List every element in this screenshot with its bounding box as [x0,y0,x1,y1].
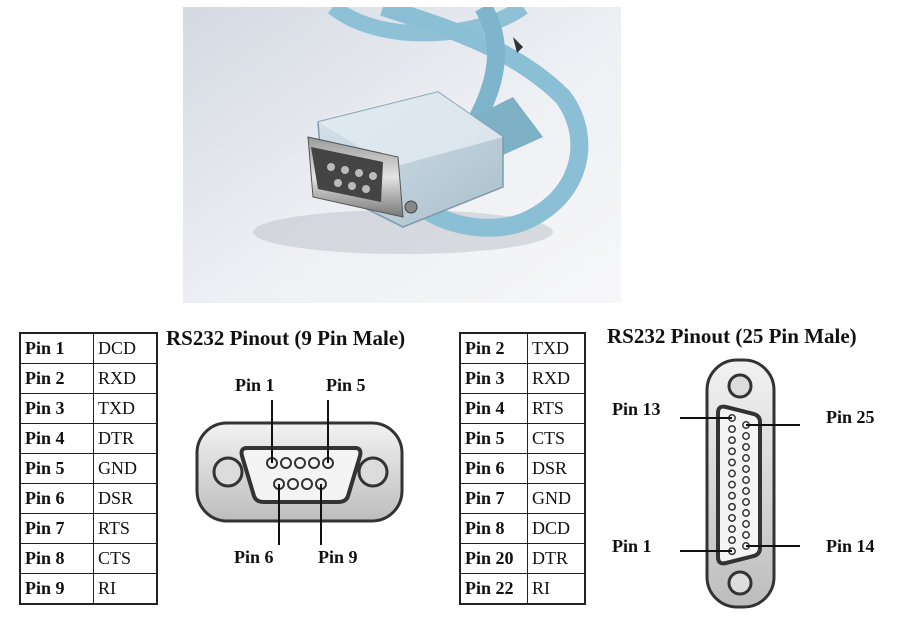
db25-pin-hole [742,454,750,462]
db25-pin-hole [728,513,736,522]
db25-pin-hole [742,498,750,506]
pin-number-cell: Pin 7 [19,513,94,544]
signal-name-cell: DSR [93,483,158,514]
db25-pin-hole [728,447,736,456]
db25-pin-hole [742,531,750,539]
db9-connector: Pin 1 Pin 5 Pin 6 Pin 9 [195,375,404,567]
db25-pin-hole [742,465,750,473]
signal-name-cell: CTS [93,543,158,574]
pin-number-cell: Pin 20 [459,543,528,574]
title-9-pin: RS232 Pinout (9 Pin Male) [166,326,406,350]
db25-pin-hole [728,502,736,511]
signal-name-cell: RTS [527,393,586,424]
pin-number-cell: Pin 7 [459,483,528,514]
pin-number-cell: Pin 2 [19,363,94,394]
signal-name-cell: GND [527,483,586,514]
db25-pin-hole [742,487,750,495]
pin-number-cell: Pin 1 [19,332,94,364]
db25-label-top-right: Pin 25 [826,407,875,427]
db25-pin-hole [728,536,736,545]
pin-number-cell: Pin 6 [459,453,528,484]
db25-pin-hole [728,436,736,445]
db9-label-bottom-left: Pin 6 [234,547,274,567]
db25-pin-hole [742,520,750,528]
db9-label-top-right: Pin 5 [326,375,366,395]
db25-pin-hole [742,432,750,440]
pin-number-cell: Pin 5 [19,453,94,484]
signal-name-cell: RXD [93,363,158,394]
title-25-pin: RS232 Pinout (25 Pin Male) [607,324,857,348]
db25-pin-hole [742,443,750,451]
signal-name-cell: RI [527,573,586,605]
signal-name-cell: RTS [93,513,158,544]
db25-pin-hole [742,509,750,517]
pin-number-cell: Pin 2 [459,332,528,364]
db25-label-bottom-right: Pin 14 [826,536,875,556]
signal-name-cell: RI [93,573,158,605]
signal-name-cell: DCD [93,332,158,364]
db25-label-bottom-left: Pin 1 [612,536,652,556]
db9-label-bottom-right: Pin 9 [318,547,358,567]
db25-pin-hole [728,491,736,500]
pin-number-cell: Pin 4 [19,423,94,454]
db9-label-top-left: Pin 1 [235,375,275,395]
pin-number-cell: Pin 8 [19,543,94,574]
db25-pin-hole [728,480,736,489]
db25-pin-hole [728,458,736,467]
db25-pin-hole [728,525,736,533]
pin-number-cell: Pin 9 [19,573,94,605]
pin-number-cell: Pin 22 [459,573,528,605]
db25-label-top-left: Pin 13 [612,399,661,419]
db25-pin-hole [728,425,736,434]
pin-number-cell: Pin 3 [19,393,94,424]
signal-name-cell: DTR [93,423,158,454]
signal-name-cell: DTR [527,543,586,574]
signal-name-cell: TXD [527,332,586,364]
pin-number-cell: Pin 8 [459,513,528,544]
db25-connector: Pin 13 Pin 25 Pin 1 Pin 14 [612,358,875,609]
db25-pin-hole [728,469,736,478]
db25-pin-hole [742,476,750,484]
pin-number-cell: Pin 3 [459,363,528,394]
cable-photo [183,7,621,303]
pin-number-cell: Pin 4 [459,393,528,424]
